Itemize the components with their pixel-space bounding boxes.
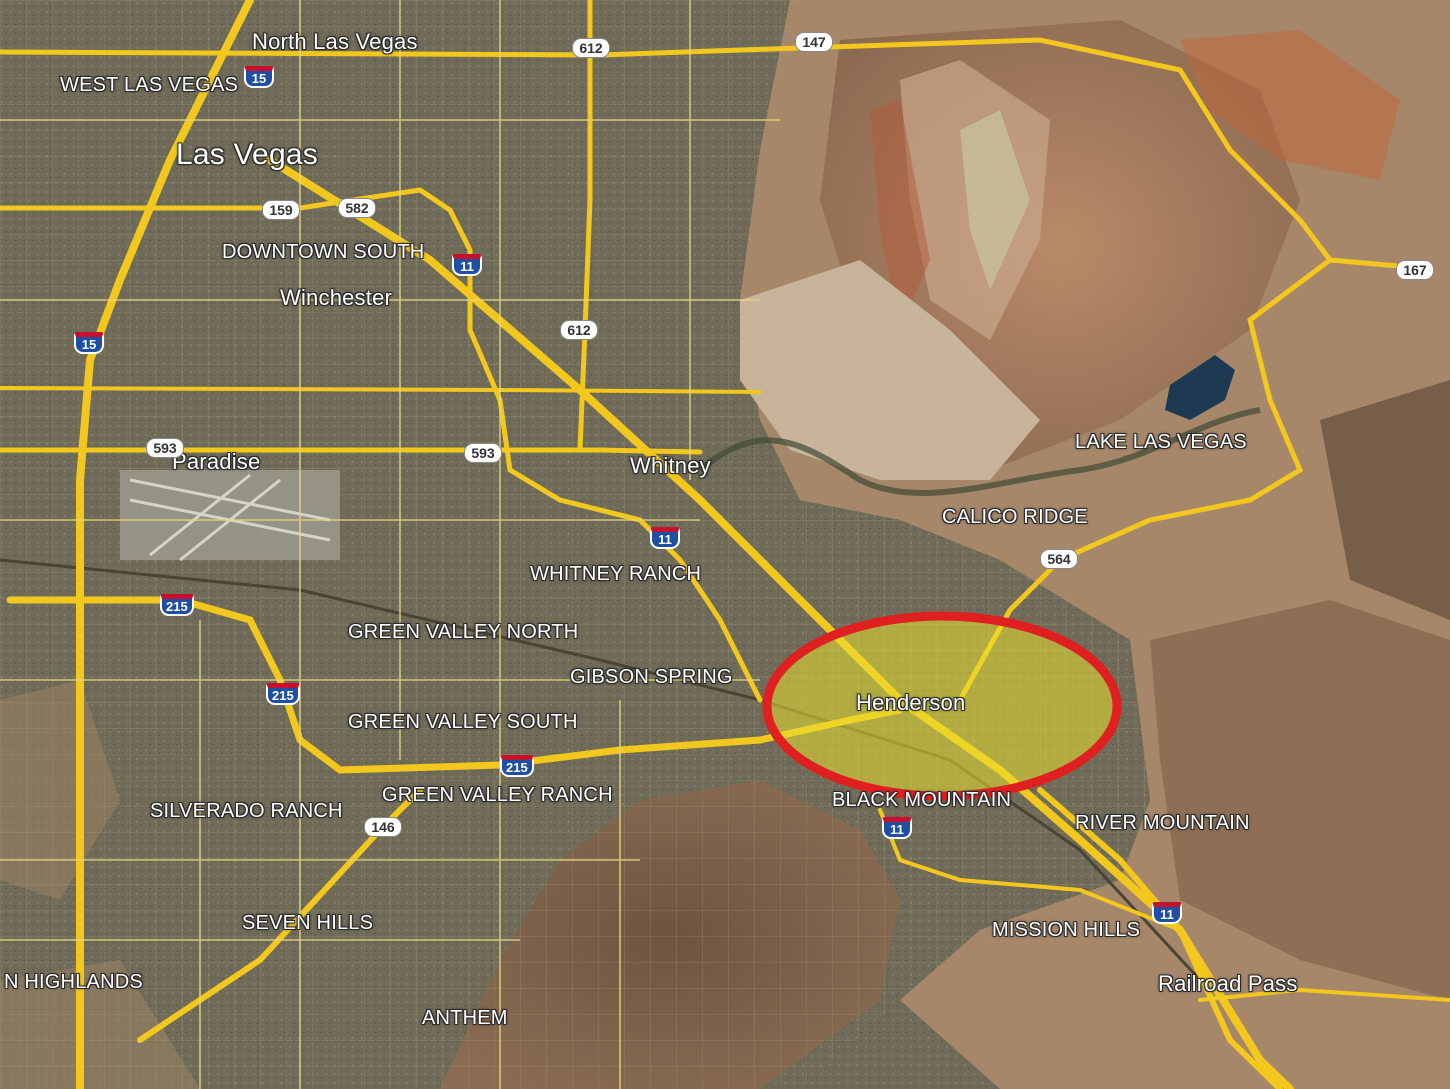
label-lake-las-vegas: LAKE LAS VEGAS [1075, 431, 1247, 453]
lake-las-vegas-water [1165, 355, 1235, 420]
label-highlands: N HIGHLANDS [4, 971, 143, 993]
interstate-shield-15: 15 [244, 66, 274, 88]
label-west-las-vegas: WEST LAS VEGAS [60, 74, 239, 96]
highlight-ellipse [762, 611, 1122, 801]
label-gibson-springs: GIBSON SPRING [570, 666, 733, 688]
label-whitney-ranch: WHITNEY RANCH [530, 563, 702, 585]
route-shield-167: 167 [1396, 260, 1434, 280]
label-paradise: Paradise [172, 449, 261, 474]
route-shield-159: 159 [262, 200, 300, 220]
interstate-shield-215-green-valley: 215 [500, 755, 534, 777]
interstate-shield-15-mid: 15 [74, 332, 104, 354]
airport [120, 470, 340, 562]
label-calico-ridge: CALICO RIDGE [942, 506, 1088, 528]
route-shield-612: 612 [572, 38, 610, 58]
interstate-shield-11-black-mountain: 11 [882, 817, 912, 839]
label-black-mountain: BLACK MOUNTAIN [832, 789, 1012, 811]
label-winchester: Winchester [280, 285, 393, 310]
label-green-valley-ranch: GREEN VALLEY RANCH [382, 784, 613, 806]
label-green-valley-south: GREEN VALLEY SOUTH [348, 711, 578, 733]
label-green-valley-north: GREEN VALLEY NORTH [348, 621, 579, 643]
alluvial-fan [740, 260, 1040, 480]
label-downtown-south: DOWNTOWN SOUTH [222, 241, 425, 263]
label-river-mountain: RIVER MOUNTAIN [1075, 812, 1250, 834]
route-shield-582: 582 [338, 198, 376, 218]
label-mission-hills: MISSION HILLS [992, 919, 1141, 941]
label-seven-hills: SEVEN HILLS [242, 912, 374, 934]
label-silverado-ranch: SILVERADO RANCH [150, 800, 343, 822]
interstate-shield-11-whitney: 11 [650, 527, 680, 549]
interstate-shield-11: 11 [452, 254, 482, 276]
label-railroad-pass: Railroad Pass [1158, 971, 1298, 996]
label-anthem: ANTHEM [422, 1007, 508, 1029]
label-whitney: Whitney [630, 453, 711, 478]
route-shield-612-mid: 612 [560, 320, 598, 340]
interstate-shield-215-mid: 215 [266, 683, 300, 705]
route-shield-564: 564 [1040, 549, 1078, 569]
label-las-vegas: Las Vegas [176, 138, 318, 171]
interstate-shield-11-mission: 11 [1152, 902, 1182, 924]
route-shield-147: 147 [795, 32, 833, 52]
wash [698, 407, 1261, 496]
route-shield-593-mid: 593 [464, 443, 502, 463]
route-shield-593: 593 [146, 438, 184, 458]
route-shield-146: 146 [364, 817, 402, 837]
label-north-las-vegas: North Las Vegas [252, 29, 418, 54]
label-henderson: Henderson [856, 690, 966, 715]
interstate-shield-215: 215 [160, 594, 194, 616]
